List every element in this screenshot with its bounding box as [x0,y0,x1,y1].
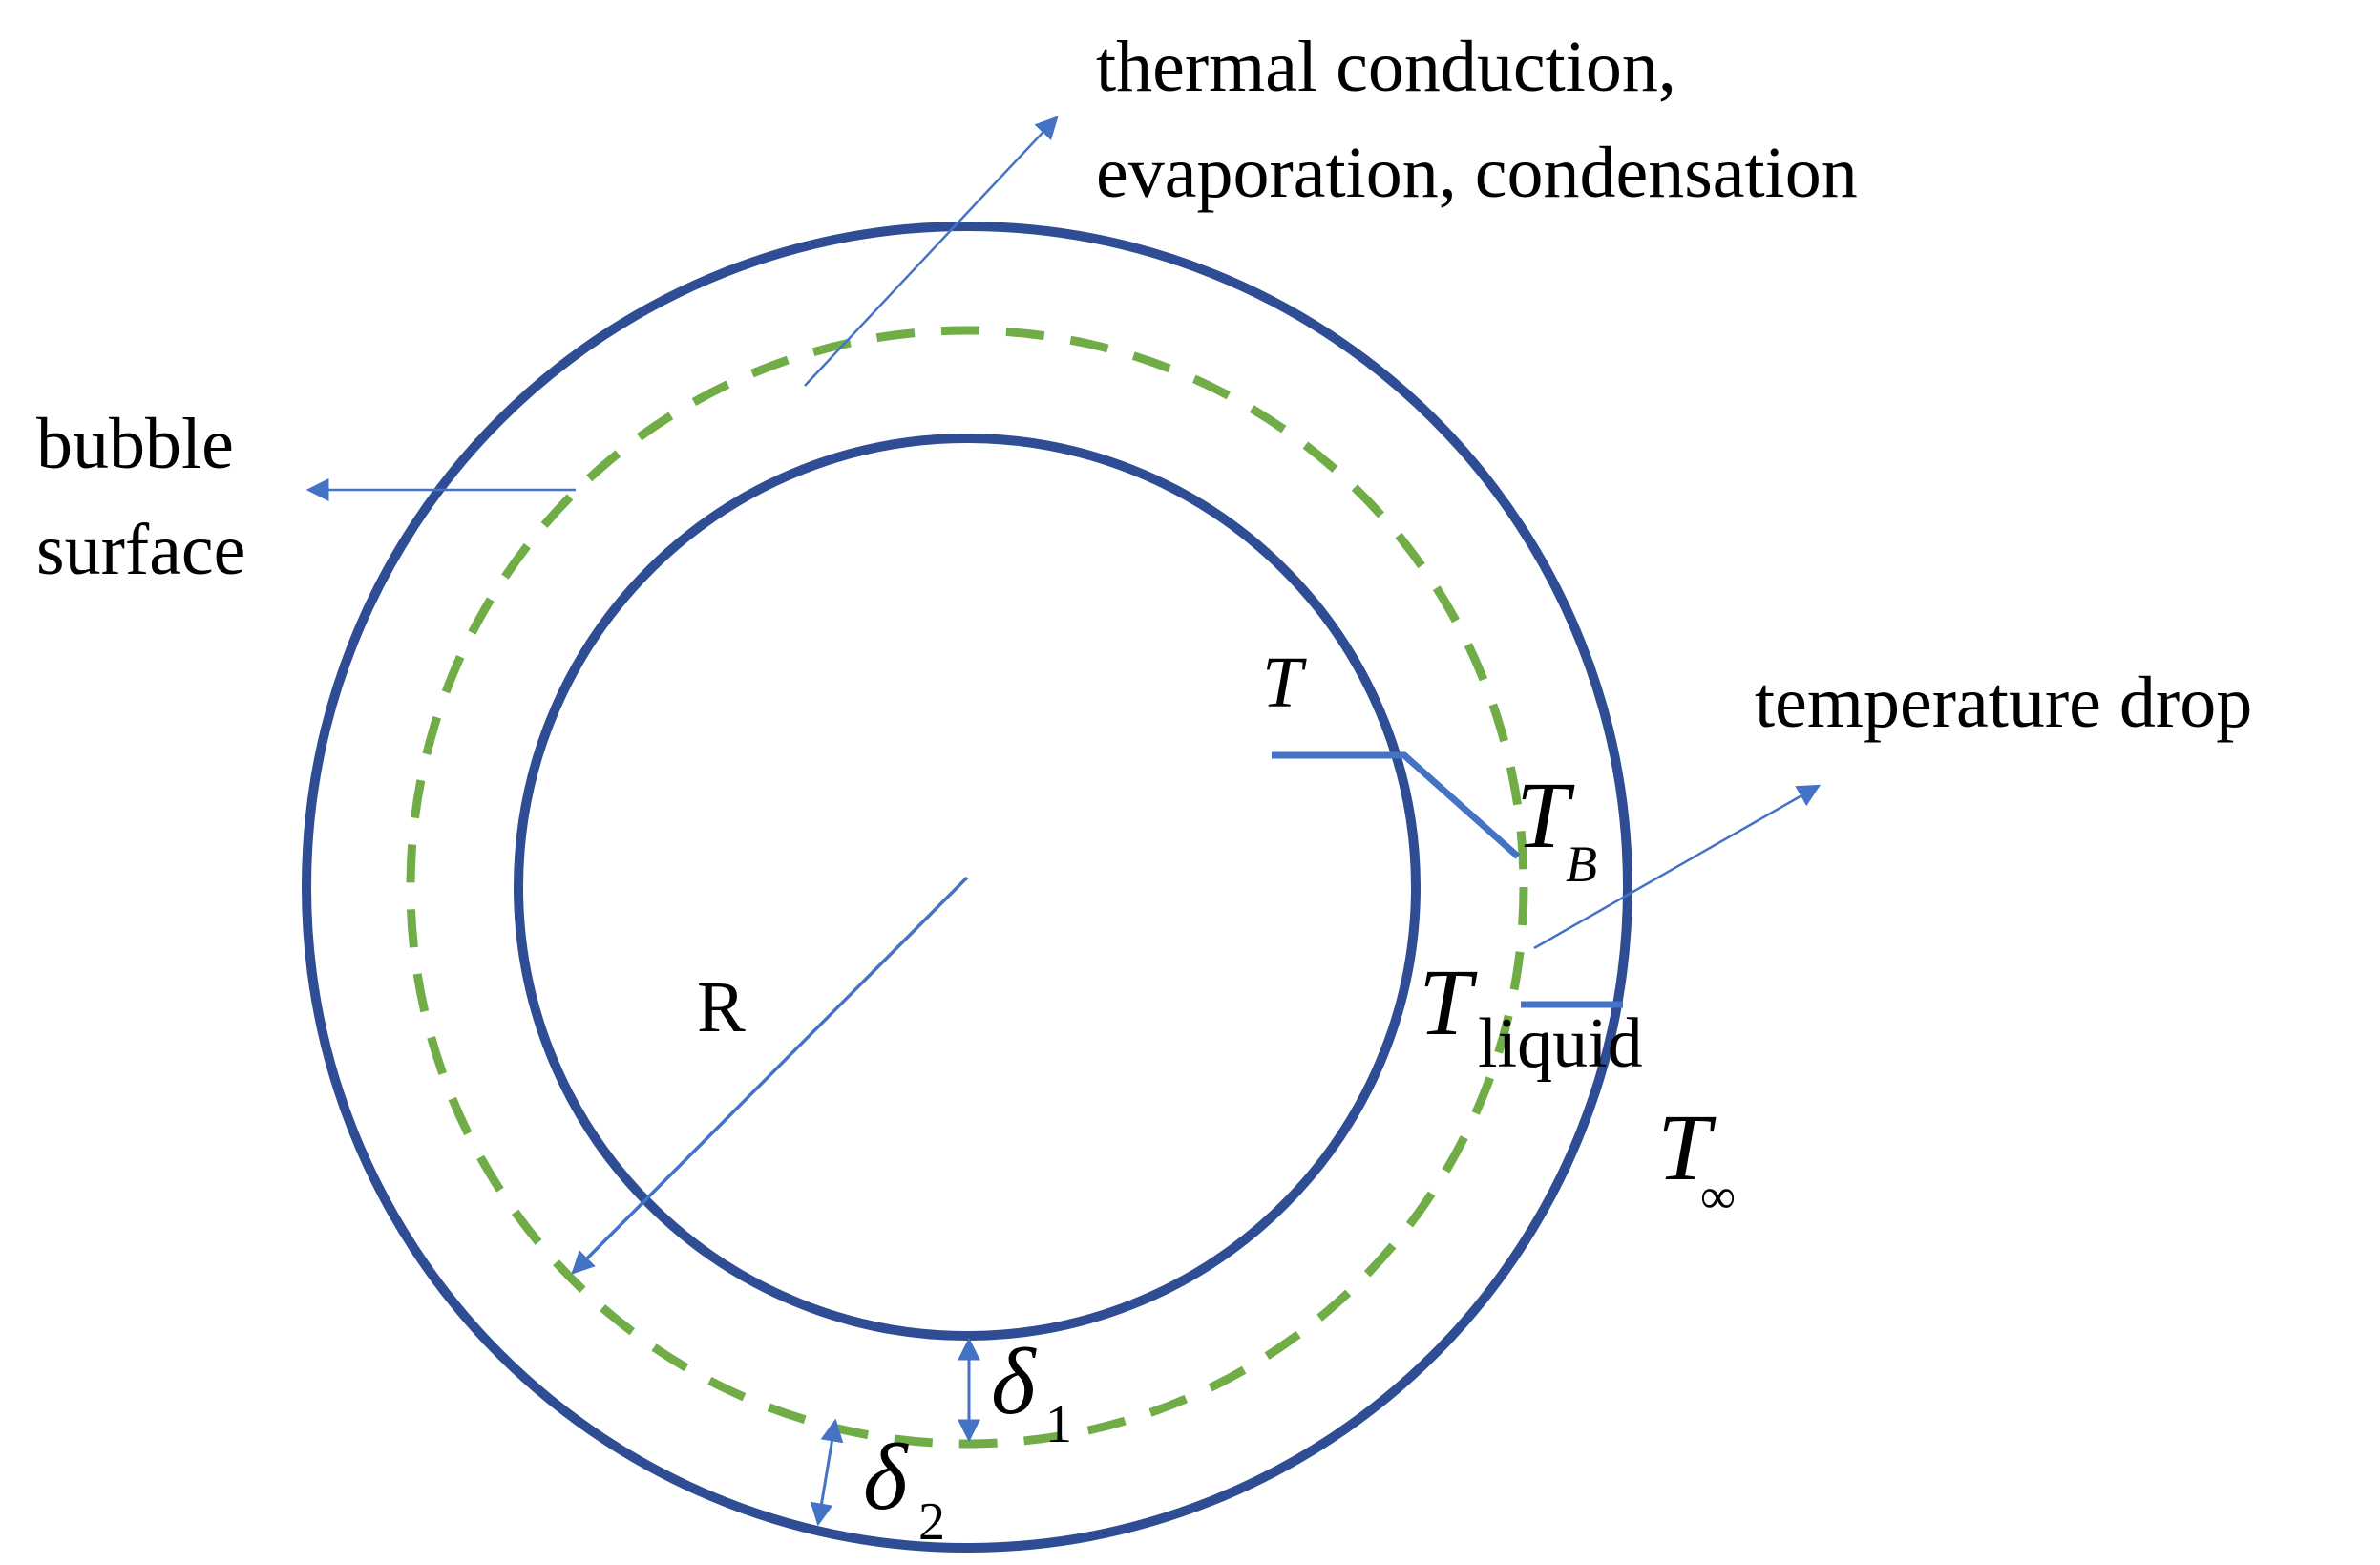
T-liquid-subscript: liquid [1478,1005,1643,1083]
temperature-drop-label: temperature drop [1755,663,2252,743]
thermal-conduction-arrow [804,116,1059,387]
delta2-arrow [810,1418,844,1527]
T-B-subscript: B [1566,835,1597,893]
inner-circle [514,434,1421,1341]
radius-label: R [697,967,746,1047]
temperature-drop-arrow [1533,784,1822,950]
temperature-T-label: T [1262,643,1307,723]
delta2-main-label: δ [863,1424,909,1530]
T-infinity-main-label: T [1657,1094,1717,1200]
temperature-profile-line [1272,751,1521,859]
thermal-conduction-label: thermal conduction, [1096,27,1676,107]
T-liquid-main-label: T [1419,949,1478,1055]
radius-arrow [571,876,969,1275]
outer-circle [302,222,1632,1553]
bubble-label: bubble [36,404,234,484]
bubble-surface-circle [406,326,1528,1449]
T-infinity-subscript: ∞ [1700,1170,1736,1224]
delta1-subscript: 1 [1045,1395,1072,1454]
surface-label: surface [36,510,245,590]
delta1-main-label: δ [991,1328,1037,1434]
evaporation-condensation-label: evaporation, condensation [1096,133,1858,213]
T-B-main-label: T [1516,762,1575,868]
delta2-subscript: 2 [918,1492,945,1552]
